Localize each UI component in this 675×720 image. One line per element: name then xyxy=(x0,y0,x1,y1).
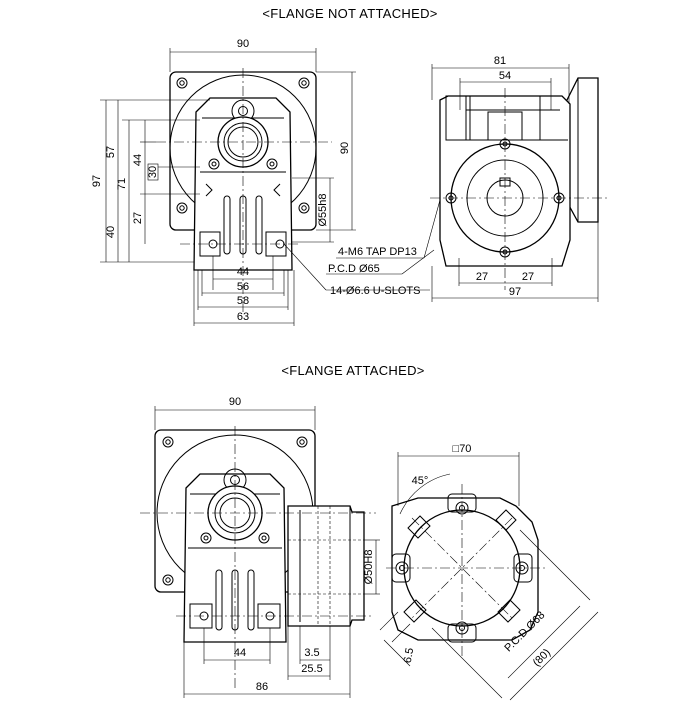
top-side-dimensions: 81 54 27 27 97 xyxy=(431,55,599,302)
dim-56: 56 xyxy=(237,281,249,293)
heading-flange-attached: <FLANGE ATTACHED> xyxy=(281,363,424,378)
dim-44-bottom-view: 44 xyxy=(234,647,246,659)
dim-25-5: 25.5 xyxy=(301,663,322,675)
callout-tap: 4-M6 TAP DP13 xyxy=(338,246,417,258)
dim-97-side: 97 xyxy=(509,286,521,298)
dim-shaft-50h8: Ø50H8 xyxy=(363,550,375,585)
dim-63: 63 xyxy=(237,311,249,323)
dim-80: (80) xyxy=(531,647,553,669)
dim-square-70: □70 xyxy=(453,443,472,455)
dim-27-right: 27 xyxy=(522,271,534,283)
top-front-dimensions: 90 97 57 40 71 44 30 27 90 xyxy=(91,38,356,326)
heading-flange-not-attached: <FLANGE NOT ATTACHED> xyxy=(262,6,437,21)
flange-view xyxy=(386,484,546,656)
dim-81: 81 xyxy=(494,55,506,67)
callout-pcd: P.C.D Ø65 xyxy=(328,263,380,275)
top-front-view xyxy=(156,68,332,312)
dim-6-5: 6.5 xyxy=(402,647,416,664)
dim-27-left: 27 xyxy=(476,271,488,283)
dim-bottom-width-90: 90 xyxy=(229,396,241,408)
top-callouts: 4-M6 TAP DP13 P.C.D Ø65 14-Ø6.6 U-SLOTS xyxy=(283,199,441,297)
dim-54: 54 xyxy=(499,70,511,82)
top-side-view xyxy=(430,77,608,290)
dim-57: 57 xyxy=(105,146,117,158)
callout-slots: 14-Ø6.6 U-SLOTS xyxy=(330,285,420,297)
dim-58: 58 xyxy=(237,295,249,307)
dim-71: 71 xyxy=(116,178,128,190)
dim-97-vertical: 97 xyxy=(91,175,103,187)
dim-angle-45: 45° xyxy=(412,475,429,487)
dim-40: 40 xyxy=(105,226,117,238)
bottom-front-dimensions: 90 Ø50H8 44 3.5 25.5 86 xyxy=(154,396,380,698)
dim-90-right: 90 xyxy=(339,142,351,154)
dim-30-boxed: 30 xyxy=(147,166,159,178)
dim-27-vertical: 27 xyxy=(132,212,144,224)
dim-44-vertical: 44 xyxy=(132,154,144,166)
dim-44-bottom: 44 xyxy=(237,266,249,278)
dim-86: 86 xyxy=(256,681,268,693)
dim-top-width-90: 90 xyxy=(237,38,249,50)
dim-shaft-55h8: Ø55h8 xyxy=(317,193,329,226)
dim-3-5: 3.5 xyxy=(304,647,319,659)
bottom-front-view xyxy=(140,426,376,690)
